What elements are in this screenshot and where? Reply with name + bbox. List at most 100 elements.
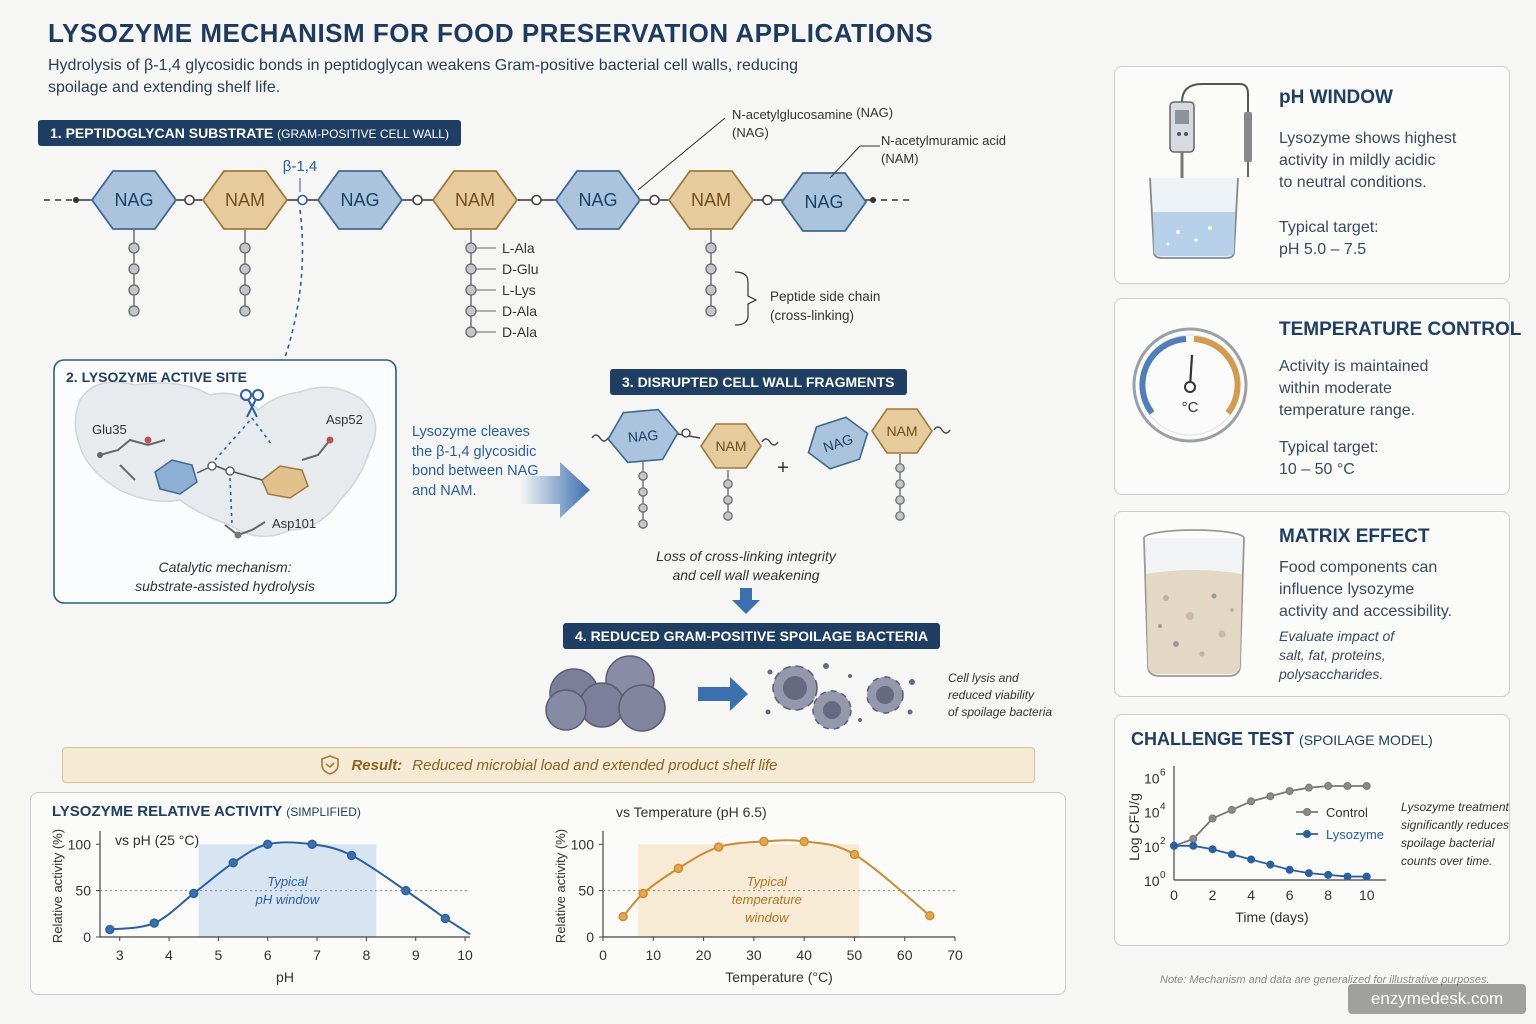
x-tick-label: 6 — [264, 947, 272, 963]
plus-sign: + — [777, 457, 789, 479]
enzyme-surface — [74, 381, 377, 538]
result-prefix: Result: — [351, 756, 403, 774]
fragment-nag: NAG — [607, 408, 679, 464]
amino-acid-bead — [895, 479, 905, 489]
x-tick-label: 50 — [847, 947, 863, 963]
data-point — [307, 839, 317, 849]
fragments-caption: Loss of cross-linking integrity and cell… — [656, 548, 836, 583]
broken-end — [761, 438, 779, 446]
gauge-unit: °C — [1182, 399, 1199, 416]
y-tick-exponent: 0 — [1160, 870, 1166, 881]
ph-window-target: Typical target: pH 5.0 – 7.5 — [1279, 219, 1379, 258]
sugar-label: NAM — [225, 190, 265, 210]
amino-acid-bead — [895, 511, 905, 521]
footer-note: Note: Mechanism and data are generalized… — [1160, 974, 1490, 986]
series-point — [1227, 805, 1236, 814]
result-banner: Result: Reduced microbial load and exten… — [62, 747, 1035, 783]
intact-bacteria — [545, 655, 666, 732]
nag-callout-label: N-acetylglucosamine (NAG) — [732, 106, 853, 142]
amino-acid-bead — [705, 242, 717, 254]
glycosidic-oxygen — [649, 194, 660, 206]
glycosidic-bond — [233, 471, 263, 481]
lysis-caption: Cell lysis and reduced viability of spoi… — [948, 671, 1053, 719]
amino-acid-bead — [895, 495, 905, 505]
data-point — [799, 836, 809, 847]
y-axis-label: Relative activity (%) — [50, 829, 65, 943]
data-point — [346, 850, 357, 861]
fragment-nam: NAM — [700, 423, 762, 469]
amino-acid-label: D-Ala — [502, 324, 537, 340]
y-tick-label: 10 — [1144, 805, 1160, 821]
amino-acid-bead — [239, 263, 251, 275]
amino-acid-bead — [465, 284, 477, 296]
legend-label: Lysozyme — [1326, 827, 1384, 842]
process-arrow — [520, 462, 590, 518]
window-label: window — [745, 910, 790, 925]
x-tick-label: 5 — [215, 947, 223, 963]
x-tick-label: 10 — [645, 947, 661, 963]
y-tick-exponent: 4 — [1160, 802, 1166, 813]
amino-acid-bead — [128, 284, 140, 296]
amino-acid-bead — [638, 519, 648, 529]
side-chain-label: Peptide side chain (cross-linking) — [770, 289, 881, 323]
fragment-label: NAM — [886, 423, 917, 439]
nag-callout-line — [637, 117, 726, 191]
sugar-hex-nag — [554, 170, 642, 230]
y-tick-exponent: 6 — [1160, 767, 1166, 778]
y-tick-label: 0 — [83, 929, 91, 945]
matrix-text: Food components can influence lysozyme a… — [1279, 559, 1453, 620]
glu35-sidechain — [99, 438, 166, 456]
y-axis-label: Relative activity (%) — [553, 829, 568, 943]
data-point — [401, 885, 411, 896]
x-axis-label: Temperature (°C) — [725, 969, 833, 985]
y-tick-exponent: 2 — [1160, 836, 1166, 847]
amino-acid-bead — [465, 305, 477, 317]
activity-panel — [30, 792, 1066, 995]
x-tick-label: 0 — [599, 947, 607, 963]
food-sample-beaker-icon — [1143, 529, 1245, 677]
nag-ring — [154, 459, 198, 495]
section4-label: 4. REDUCED GRAM-POSITIVE SPOILAGE BACTER… — [563, 623, 941, 649]
x-axis-label: pH — [276, 969, 294, 985]
broken-end — [933, 426, 951, 434]
scissors-icon — [240, 389, 264, 418]
active-site-title: 2. LYSOZYME ACTIVE SITE — [66, 369, 248, 385]
nam-callout-line — [829, 145, 861, 179]
window-label: temperature — [732, 892, 802, 907]
section1-label: 1. PEPTIDOGLYCAN SUBSTRATE (GRAM-POSITIV… — [38, 120, 461, 146]
series-point — [1304, 783, 1313, 792]
amino-acid-bead — [239, 242, 251, 254]
data-point — [638, 888, 648, 899]
amino-acid-bead — [239, 284, 251, 296]
atom — [234, 531, 242, 539]
glycosidic-oxygen — [297, 194, 308, 206]
data-point — [673, 863, 684, 874]
y-tick-label: 10 — [1144, 873, 1160, 889]
amino-acid-bead — [723, 511, 733, 521]
series-point — [1189, 841, 1198, 850]
data-point — [849, 849, 860, 860]
temperature-title: TEMPERATURE CONTROL — [1279, 319, 1522, 340]
series-point — [1324, 870, 1333, 879]
chain-dot — [870, 197, 876, 203]
data-point — [149, 918, 159, 928]
y-tick-label: 50 — [578, 883, 594, 899]
fragment-hex — [607, 408, 679, 464]
amino-acid-bead — [465, 242, 477, 254]
temperature-target: Typical target: 10 – 50 °C — [1279, 439, 1379, 478]
series-point — [1208, 845, 1217, 854]
matrix-title: MATRIX EFFECT — [1279, 526, 1430, 547]
x-tick-label: 4 — [165, 947, 173, 963]
series-point — [1362, 781, 1371, 790]
chart-title: vs Temperature (pH 6.5) — [616, 804, 767, 820]
sugar-hex-nag — [316, 170, 404, 230]
amino-acid-bead — [705, 284, 717, 296]
asp101-sidechain — [224, 521, 266, 537]
activity-panel-title: LYSOZYME RELATIVE ACTIVITY (SIMPLIFIED) — [52, 803, 361, 820]
challenge-panel — [1114, 714, 1510, 946]
cleave-site-arrow — [275, 209, 304, 380]
